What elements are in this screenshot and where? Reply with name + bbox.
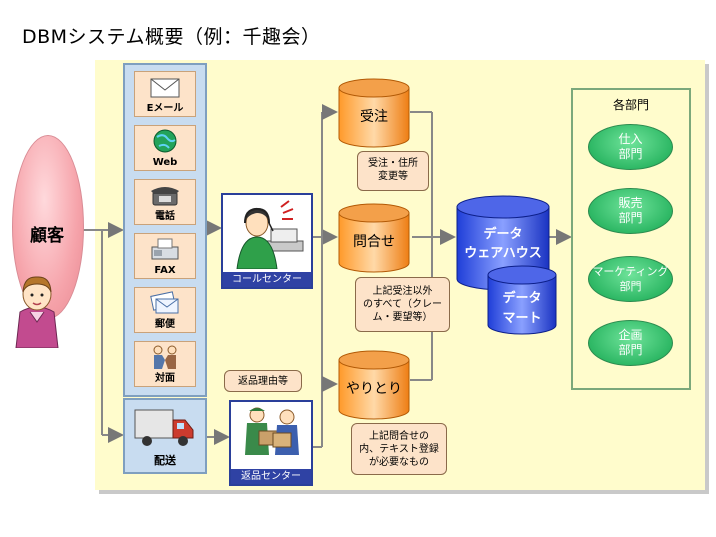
- database-label: 問合せ: [353, 234, 395, 250]
- channel-telephone: 電話: [134, 179, 196, 225]
- department-label: 仕入 部門: [618, 132, 643, 161]
- database-label: 受注: [360, 109, 388, 125]
- operator-icon: [236, 200, 304, 269]
- return-center-label: 返品センター: [231, 469, 311, 484]
- customer-person-icon: [15, 276, 59, 348]
- channel-label: Eメール: [146, 103, 184, 114]
- call-center-box: コールセンター: [221, 193, 313, 289]
- channel-label: 対面: [155, 373, 175, 384]
- department-purchasing: 仕入 部門: [588, 124, 673, 170]
- warehouse-line2: ウェアハウス: [464, 246, 542, 261]
- channel-fax: FAX: [134, 233, 196, 279]
- call-center-label: コールセンター: [223, 272, 311, 287]
- channel-label: Web: [152, 157, 178, 168]
- departments-title: 各部門: [612, 98, 649, 112]
- globe-icon: [153, 129, 177, 153]
- order-database: 受注: [337, 78, 411, 148]
- envelope-icon: [150, 78, 180, 98]
- telephone-icon: [151, 187, 179, 206]
- channel-label: 郵便: [155, 319, 175, 330]
- database-label: やりとり: [346, 381, 402, 397]
- department-sales: 販売 部門: [588, 188, 673, 234]
- cylinder-icon: [338, 78, 410, 148]
- warehouse-line1: データ: [483, 227, 523, 242]
- exchange-database: やりとり: [337, 350, 411, 420]
- channels-column: Eメール Web 電話 FAX 郵便: [123, 63, 207, 397]
- department-marketing: マーケティング 部門: [588, 256, 673, 302]
- inquiry-callout: 上記受注以外 のすべて（クレー ム・要望等）: [355, 277, 450, 332]
- channel-web: Web: [134, 125, 196, 171]
- exchange-callout: 上記問合せの 内、テキスト登録 が必要なもの: [351, 423, 447, 475]
- department-label: 企画 部門: [618, 328, 643, 357]
- data-mart: データ マート: [486, 265, 558, 335]
- cylinder-icon: [338, 203, 410, 273]
- channel-mail: 郵便: [134, 287, 196, 333]
- truck-icon: [134, 409, 194, 446]
- mail-icon: [150, 291, 179, 314]
- fax-icon: [151, 238, 179, 260]
- handshake-icon: [153, 345, 177, 369]
- department-label: マーケティング 部門: [592, 265, 669, 293]
- mart-line1: データ: [502, 291, 542, 306]
- channel-face-to-face: 対面: [134, 341, 196, 387]
- delivery-label: 配送: [154, 454, 176, 467]
- mart-line2: マート: [502, 311, 542, 326]
- return-center-box: 返品センター: [229, 400, 313, 486]
- channel-label: FAX: [154, 265, 176, 276]
- return-reason-callout: 返品理由等: [224, 370, 302, 392]
- cylinder-icon: [338, 350, 410, 420]
- department-planning: 企画 部門: [588, 320, 673, 366]
- order-callout: 受注・住所 変更等: [357, 151, 429, 191]
- cylinder-icon: [487, 265, 557, 335]
- channel-email: Eメール: [134, 71, 196, 117]
- delivery-box: 配送: [123, 398, 207, 474]
- workers-icon: [245, 407, 299, 455]
- department-label: 販売 部門: [618, 196, 643, 225]
- channel-label: 電話: [155, 211, 175, 222]
- inquiry-database: 問合せ: [337, 203, 411, 273]
- customer-label: 顧客: [30, 226, 64, 246]
- page-title: DBMシステム概要（例：千趣会）: [22, 26, 321, 48]
